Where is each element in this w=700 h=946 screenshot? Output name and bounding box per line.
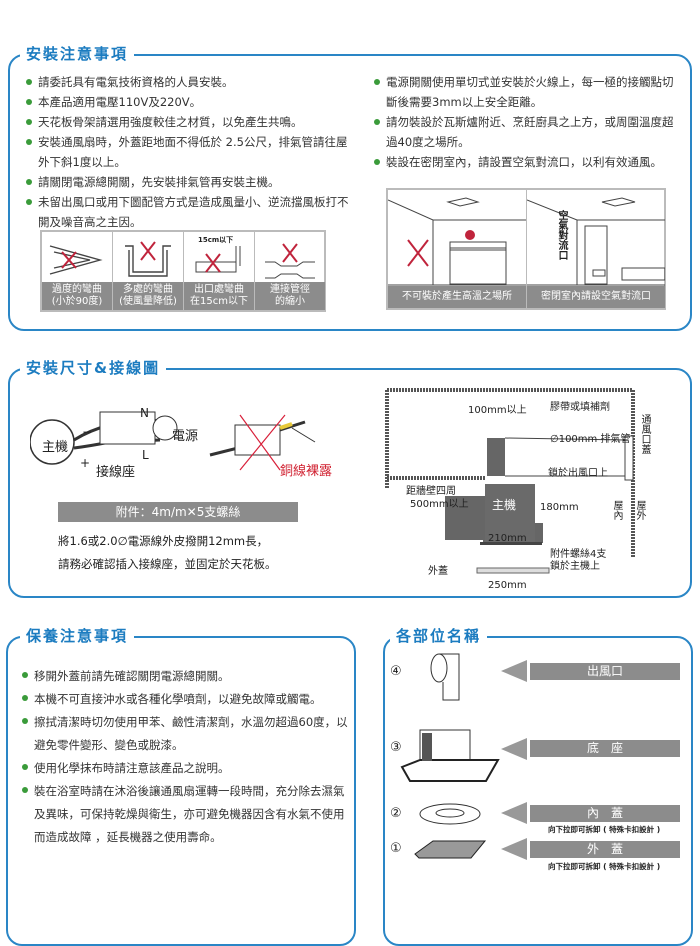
wiring-illustration <box>30 411 316 471</box>
dim-vent-cap: 通風口蓋 <box>639 414 650 454</box>
caption-line: 多處的彎曲 <box>123 284 173 295</box>
dim-screws2: 鎖於主機上 <box>550 561 600 572</box>
part-label: 外 蓋 <box>530 841 680 858</box>
caption: 不可裝於產生高溫之場所 <box>388 286 526 308</box>
dim-width-250: 250mm <box>488 580 527 591</box>
list-item: 天花板骨架請選用強度較佳之材質，以免產生共鳴。 <box>26 112 356 132</box>
list-item: 裝設在密閉室內，請設置空氣對流口，以利有效通風。 <box>374 152 684 172</box>
reducer-pipe-icon <box>265 243 315 279</box>
dim-top: 100mm以上 <box>468 405 527 416</box>
list-item: 本產品適用電壓110V及220V。 <box>26 92 356 112</box>
part-note: 向下拉即可拆卸 ( 特殊卡扣設計 ) <box>548 862 661 871</box>
dim-width-210: 210mm <box>488 533 527 544</box>
install-notes-panel <box>8 54 692 331</box>
install-notes-right-list: 電源開關使用單切式並安裝於火線上，每一極的接觸點切斷後需要3mm以上安全距離。 … <box>374 72 684 172</box>
dim-screws1: 附件螺絲4支 <box>550 549 607 560</box>
dim-main: 主機 <box>492 498 517 512</box>
pipe-fig-reduction: 連接管徑的縮小 <box>255 232 325 310</box>
plus-label: + <box>80 456 91 470</box>
part-label: 內 蓋 <box>530 805 680 822</box>
install-notes-title: 安裝注意事項 <box>20 44 135 64</box>
wiring-panel <box>8 368 692 598</box>
dim-wall2: 500mm以上 <box>410 499 469 510</box>
list-item: 請委託具有電氣技術資格的人員安裝。 <box>26 72 356 92</box>
list-item: 電源開關使用單切式並安裝於火線上，每一極的接觸點切斷後需要3mm以上安全距離。 <box>374 72 684 112</box>
minus-label: − <box>82 425 93 439</box>
caption-line: (使風量降低) <box>119 296 177 307</box>
part-label: 底 座 <box>530 740 680 757</box>
list-item: 安裝通風扇時，外蓋距地面不得低於 2.5公尺，排氣管請往屋外下斜1度以上。 <box>26 132 356 172</box>
caption-line: 在15cm以下 <box>190 296 248 307</box>
room-fig-vent: 空氣對流口 密閉室內請設空氣對流口 <box>527 190 665 308</box>
list-item: 請勿裝設於瓦斯爐附近、烹飪廚具之上方，或周圍溫度超過40度之場所。 <box>374 112 684 152</box>
n-label: N <box>140 406 149 420</box>
list-item: 擦拭清潔時切勿使用甲苯、鹼性清潔劑，水溫勿超過60度，以避免零件變形、變色或脫漆… <box>22 711 352 757</box>
caption-line: 過度的彎曲 <box>52 284 102 295</box>
wiring-note-2: 請務必確認插入接線座，並固定於天花板。 <box>58 557 277 571</box>
inner-cover-illustration <box>419 803 481 825</box>
accessory-bar: 附件：4m/m✕5支螺絲 <box>58 502 298 522</box>
dim-height: 180mm <box>540 502 579 513</box>
pipe-fig-outlet-bend: 15cm以下 出口處彎曲在15cm以下 <box>184 232 255 310</box>
closed-room-illustration <box>527 197 665 286</box>
list-item: 移開外蓋前請先確認關閉電源總開關。 <box>22 665 352 688</box>
room-fig-row: 不可裝於產生高溫之場所 空氣對流口 密閉室內請設空氣對流口 <box>386 188 666 310</box>
part-number: ④ <box>390 664 402 679</box>
terminal-label: 接線座 <box>96 465 136 480</box>
l-label: L <box>142 448 149 462</box>
maintenance-title: 保養注意事項 <box>20 626 135 646</box>
list-item: 裝在浴室時請在沐浴後讓通風扇運轉一段時間，充分除去濕氣及異味，可保持乾燥與衛生，… <box>22 780 352 849</box>
pipe-fig-over-bend: 過度的彎曲(小於90度) <box>42 232 113 310</box>
air-vent-note: 空氣對流口 <box>556 210 567 260</box>
caption-line: 出口處彎曲 <box>194 284 244 295</box>
caption-line: 的縮小 <box>275 296 305 307</box>
pipe-fig-multi-bend: 多處的彎曲(使風量降低) <box>113 232 184 310</box>
bend-distance-note: 15cm以下 <box>198 236 233 244</box>
dimension-diagram <box>385 388 635 574</box>
list-item: 未留出風口或用下圖配管方式是造成風量小、逆流擋風板打不開及噪音高之主因。 <box>26 192 356 232</box>
exposed-wire-label: 銅線裸露 <box>280 464 333 479</box>
dim-indoor: 屋內 <box>611 500 622 520</box>
caption-line: (小於90度) <box>51 296 103 307</box>
kitchen-stove-illustration <box>388 197 526 286</box>
list-item: 使用化學抹布時請注意該產品之說明。 <box>22 757 352 780</box>
part-label: 出風口 <box>530 663 680 680</box>
dim-outdoor: 屋外 <box>634 500 645 520</box>
dim-tape: 膠帶或填補劑 <box>550 402 610 413</box>
install-notes-left-list: 請委託具有電氣技術資格的人員安裝。 本產品適用電壓110V及220V。 天花板骨… <box>26 72 356 232</box>
caption-line: 連接管徑 <box>270 284 310 295</box>
caption: 密閉室內請設空氣對流口 <box>527 286 665 308</box>
base-part-illustration <box>400 729 500 782</box>
pipe-fig-row: 過度的彎曲(小於90度) 多處的彎曲(使風量降低) 15cm以下 出口處彎曲在1… <box>40 230 326 312</box>
outer-cover-illustration <box>414 840 487 859</box>
parts-title: 各部位名稱 <box>390 626 488 646</box>
part-number: ② <box>390 806 402 821</box>
dim-duct: ∅100mm 排氣管 <box>550 434 631 445</box>
part-note: 向下拉即可拆卸 ( 特殊卡扣設計 ) <box>548 825 661 834</box>
list-item: 請關閉電源總開關，先安裝排氣管再安裝主機。 <box>26 172 356 192</box>
dim-lock-outlet: 鎖於出風口上 <box>548 468 608 479</box>
main-unit-label: 主機 <box>42 440 69 455</box>
wiring-note-1: 將1.6或2.0∅電源線外皮撥開12mm長， <box>58 534 269 548</box>
list-item: 本機不可直接沖水或各種化學噴劑，以避免故障或觸電。 <box>22 688 352 711</box>
part-number: ① <box>390 841 402 856</box>
outlet-bend-icon: 15cm以下 <box>195 236 241 273</box>
maintenance-list: 移開外蓋前請先確認關閉電源總開關。 本機不可直接沖水或各種化學噴劑，以避免故障或… <box>22 665 352 849</box>
dim-wall1: 距牆壁四周 <box>406 486 456 497</box>
room-fig-heat: 不可裝於產生高溫之場所 <box>388 190 527 308</box>
power-label: 電源 <box>172 429 199 444</box>
outlet-part-illustration <box>430 653 460 701</box>
u-pipe-icon <box>125 241 171 277</box>
bent-pipe-icon <box>49 245 103 275</box>
dim-cover: 外蓋 <box>428 566 448 577</box>
wiring-title: 安裝尺寸&接線圖 <box>20 358 167 378</box>
part-number: ③ <box>390 740 402 755</box>
